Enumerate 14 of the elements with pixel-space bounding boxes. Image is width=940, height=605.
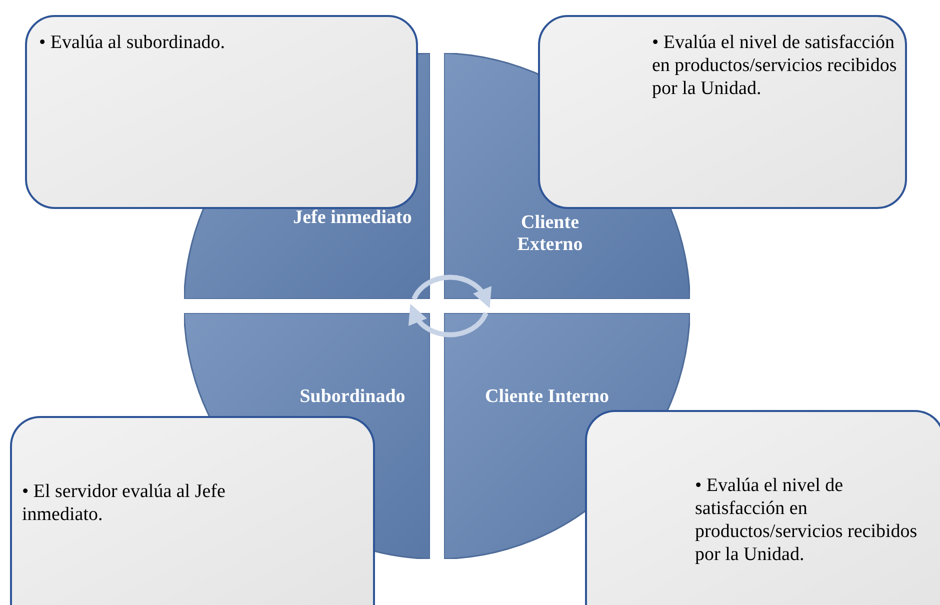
callout-box	[585, 410, 940, 605]
callout-box	[10, 416, 375, 605]
segment-label: Cliente Externo	[516, 212, 584, 256]
segment-label: Jefe inmediato	[292, 207, 413, 229]
segment-label: Cliente Interno	[484, 386, 610, 408]
callout-box	[538, 15, 907, 209]
callout-box	[25, 15, 418, 209]
cycle-arrow	[409, 304, 488, 338]
cycle-arrow	[412, 274, 491, 308]
segment-label: Subordinado	[298, 386, 406, 408]
bullet-text: • Evalúa al subordinado.	[39, 31, 226, 54]
bullet-text: • El servidor evalúa al Jefe inmediato.	[22, 480, 226, 526]
bullet-text: • Evalúa el nivel de satisfacción en productos/servicios recibidos por la Unidad.	[652, 31, 898, 100]
bullet-text: • Evalúa el nivel de satisfacción en productos/servicios recibidos por la Unidad.	[695, 474, 918, 566]
